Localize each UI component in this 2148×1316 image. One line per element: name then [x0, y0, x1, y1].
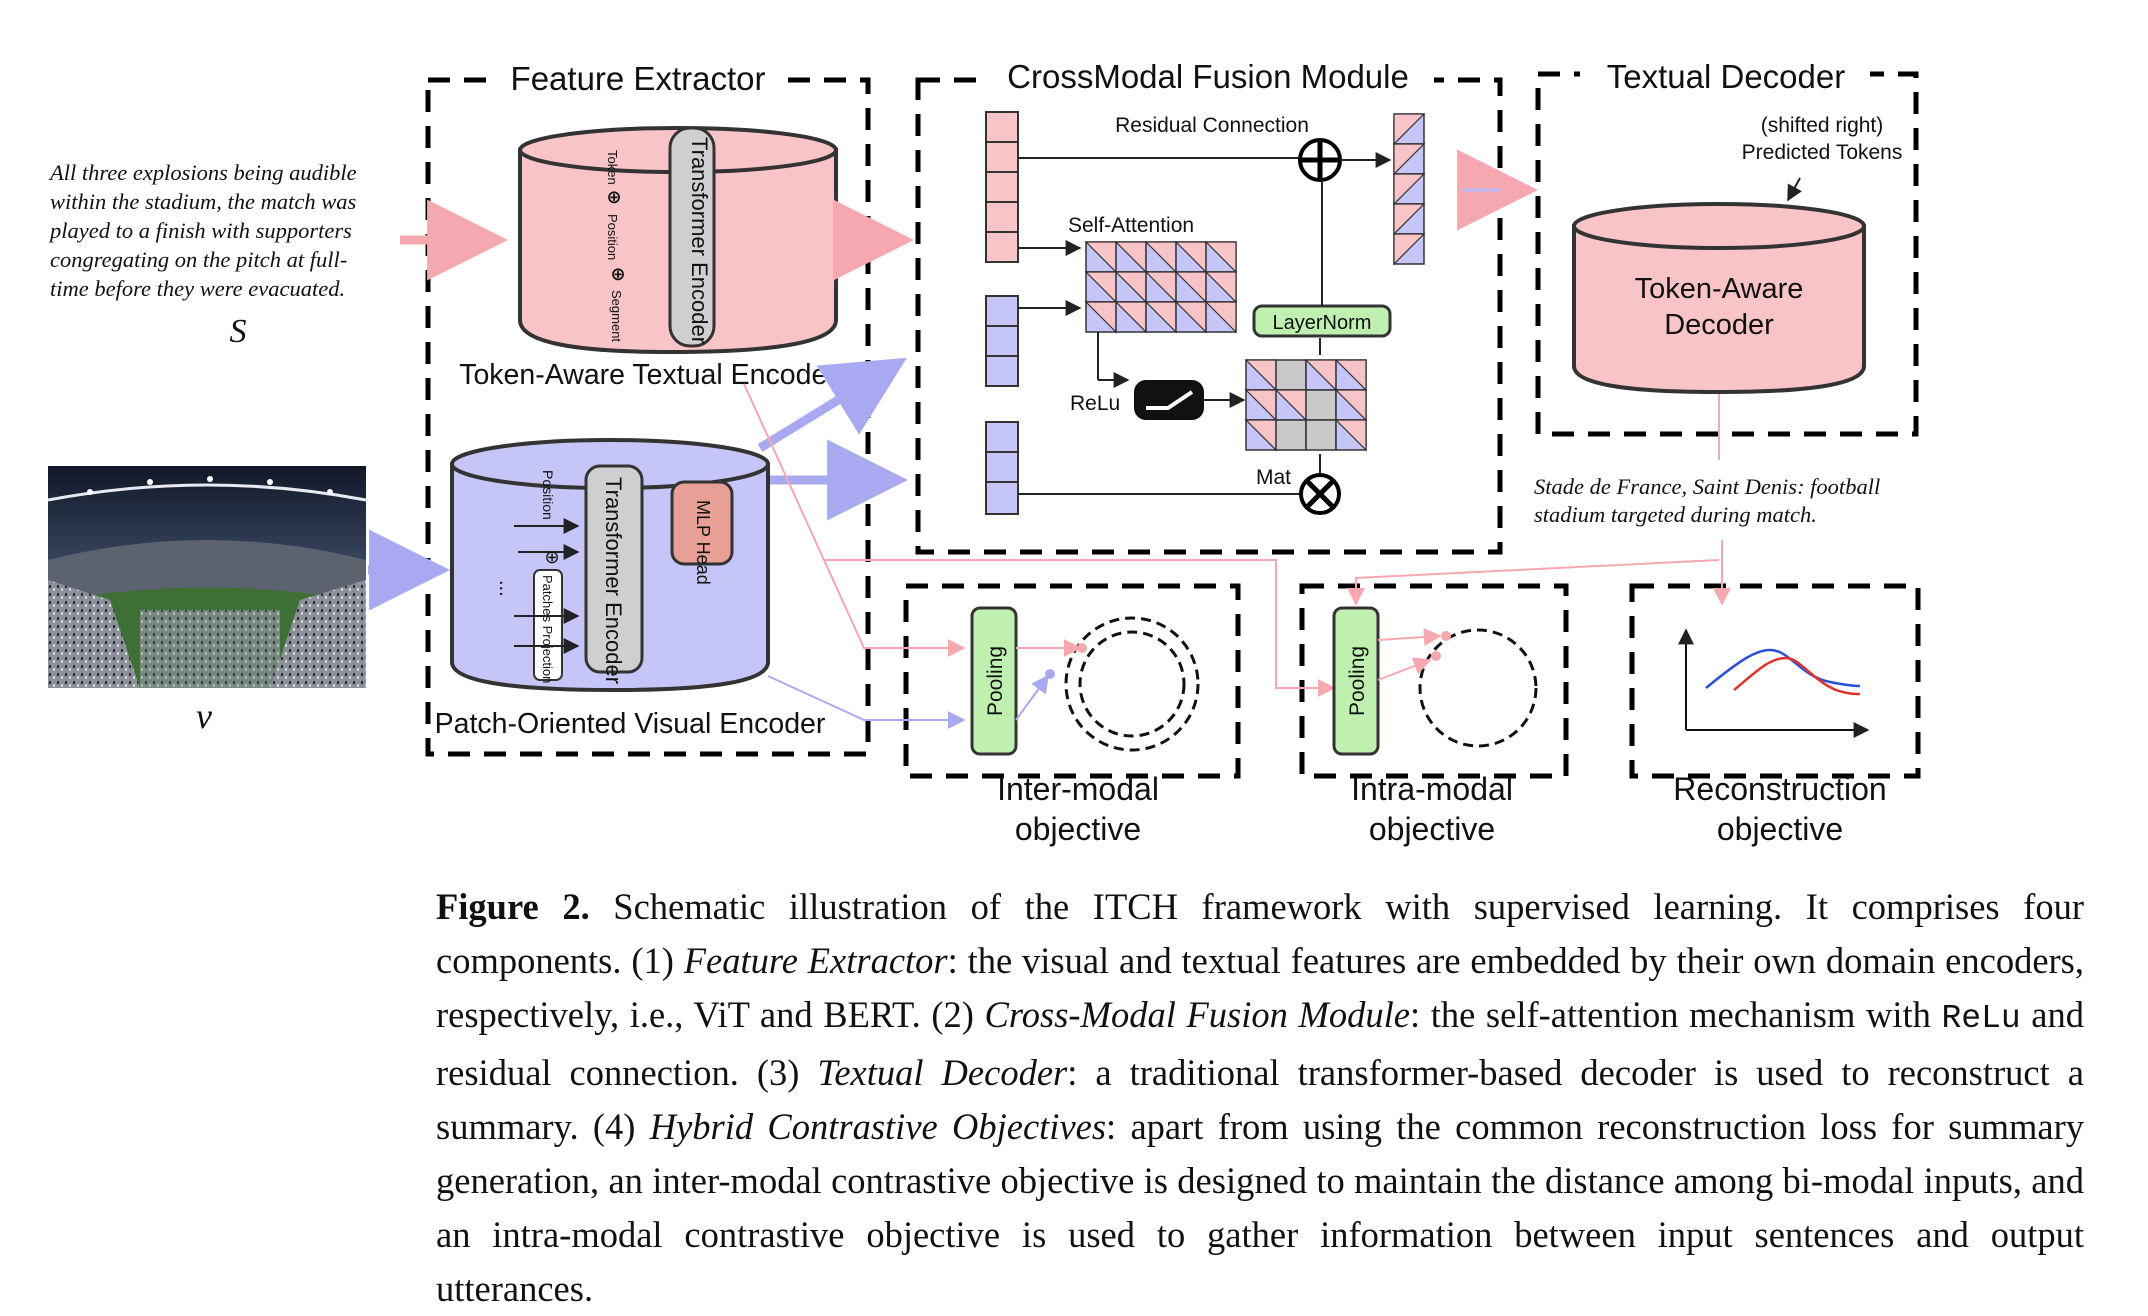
svg-text:Position: Position: [605, 214, 620, 260]
svg-text:All three explosions being aud: All three explosions being audible: [48, 160, 357, 185]
intra-modal-label-2: objective: [1369, 811, 1495, 847]
matrix-cell-split: [1393, 143, 1426, 176]
matrix-cell-split: [1393, 203, 1426, 236]
visual-token-column-1: [985, 295, 1019, 387]
fusion-output-column: [1393, 113, 1426, 266]
decoder-output-text: Stade de France, Saint Denis: football s…: [1534, 474, 1880, 527]
inter-modal-objective: Pooling: [970, 606, 1200, 756]
self-attention-label: Self-Attention: [1068, 214, 1194, 237]
reconstruction-label-2: objective: [1717, 811, 1843, 847]
inter-modal-label-2: objective: [1015, 811, 1141, 847]
decoder-label-1: Token-Aware: [1635, 273, 1804, 305]
intra-modal-objective: Pooling: [1332, 606, 1538, 756]
relu-output-matrix: [1244, 359, 1367, 452]
visual-encoder: Transformer Encoder MLP Head Position ⊕ …: [450, 438, 770, 693]
reconstruction-box: [1629, 583, 1921, 779]
matrix-cell-split: [1204, 241, 1237, 274]
pooling-block-intra: [1332, 606, 1380, 756]
predicted-tokens-label: Predicted Tokens: [1742, 141, 1903, 164]
svg-text:⊕: ⊕: [606, 187, 621, 207]
figure-caption: Figure 2. Schematic illustration of the …: [436, 886, 2085, 1309]
svg-text:Transformer Encoder: Transformer Encoder: [687, 137, 712, 344]
svg-text:...: ...: [495, 580, 517, 597]
mlp-head: [670, 480, 734, 566]
mat-label: Mat: [1256, 466, 1291, 489]
svg-text:⊕: ⊕: [610, 264, 625, 284]
matrix-cell: [1275, 359, 1307, 391]
svg-text:Token: Token: [605, 150, 620, 185]
shifted-right-label: (shifted right): [1761, 114, 1884, 137]
svg-text:time before they were evacuate: time before they were evacuated.: [50, 276, 345, 301]
textual-encoder: Transformer Encoder Token ⊕ Position ⊕ S…: [518, 126, 838, 355]
relu-icon: [1134, 380, 1204, 420]
reconstruction-plot: [1678, 628, 1870, 738]
visual-encoder-label: Patch-Oriented Visual Encoder: [435, 708, 826, 740]
svg-text:Transformer Encoder: Transformer Encoder: [601, 477, 626, 684]
matrix-cell-split: [1393, 113, 1426, 146]
matrix-cell: [1305, 419, 1337, 451]
svg-text:Stade de France, Saint Denis:: Stade de France, Saint Denis: football: [1534, 474, 1880, 499]
matrix-cell-split: [1204, 271, 1237, 304]
framework-diagram: Feature Extractor CrossModal Fusion Modu…: [47, 58, 1921, 847]
reconstruction-label-1: Reconstruction: [1673, 771, 1886, 807]
matrix-cell-split: [1334, 389, 1367, 422]
matrix-cell: [1305, 389, 1337, 421]
textual-decoder-title: Textual Decoder: [1607, 58, 1845, 95]
pooling-block-inter: [970, 606, 1018, 756]
visual-transformer-encoder: [584, 464, 644, 674]
svg-text:Pooling: Pooling: [984, 646, 1007, 716]
text-token-column: [985, 111, 1019, 263]
svg-text:Segment: Segment: [609, 290, 624, 342]
visual-token-column-2: [985, 421, 1019, 515]
fusion-module-title: CrossModal Fusion Module: [1007, 58, 1409, 95]
fusion-internals: Residual Connection Self-Attention ReLu …: [985, 111, 1426, 515]
relu-label: ReLu: [1070, 392, 1120, 415]
svg-text:Pooling: Pooling: [1346, 646, 1369, 716]
svg-text:played to a finish with suppor: played to a finish with supporters: [48, 218, 352, 243]
input-sentence: All three explosions being audible withi…: [48, 160, 357, 301]
input-image-symbol: v: [196, 696, 212, 736]
stadium-image: [47, 466, 367, 688]
matrix-cell-split: [1334, 419, 1367, 452]
intra-modal-label-1: Intra-modal: [1351, 771, 1513, 807]
visual-to-fusion-arrow-1: [757, 357, 907, 452]
svg-text:Patches Projection: Patches Projection: [540, 575, 555, 683]
textual-encoder-label: Token-Aware Textual Encoder: [459, 359, 837, 391]
caption-label: Figure 2.: [436, 886, 590, 927]
svg-text:MLP Head: MLP Head: [693, 500, 713, 585]
feature-extractor-title: Feature Extractor: [511, 60, 766, 97]
svg-text:⊕: ⊕: [544, 547, 559, 567]
token-aware-decoder: [1572, 202, 1866, 395]
svg-text:congregating on the pitch at f: congregating on the pitch at full-: [50, 247, 347, 272]
intra-modal-box: [1299, 583, 1569, 779]
input-sentence-symbol: S: [230, 313, 247, 350]
objective-connectors: [743, 383, 1731, 729]
matrix-cell-split: [1204, 301, 1237, 334]
residual-label: Residual Connection: [1115, 114, 1309, 137]
patches-projection: [533, 569, 563, 681]
svg-text:stadium targeted during match.: stadium targeted during match.: [1534, 502, 1817, 527]
self-attention-matrix: [1084, 241, 1237, 334]
matrix-cell-split: [1393, 233, 1426, 266]
inter-modal-box: [903, 583, 1241, 779]
matrix-cell: [1275, 419, 1307, 451]
matrix-cell-split: [1334, 359, 1367, 392]
layernorm-label: LayerNorm: [1273, 312, 1372, 334]
text-transformer-encoder: [668, 126, 716, 348]
inter-modal-label-1: Inter-modal: [997, 771, 1159, 807]
matrix-cell-split: [1393, 173, 1426, 206]
svg-text:within the stadium, the match: within the stadium, the match was: [50, 189, 356, 214]
decoder-label-2: Decoder: [1664, 309, 1774, 341]
svg-text:Position: Position: [540, 470, 556, 520]
